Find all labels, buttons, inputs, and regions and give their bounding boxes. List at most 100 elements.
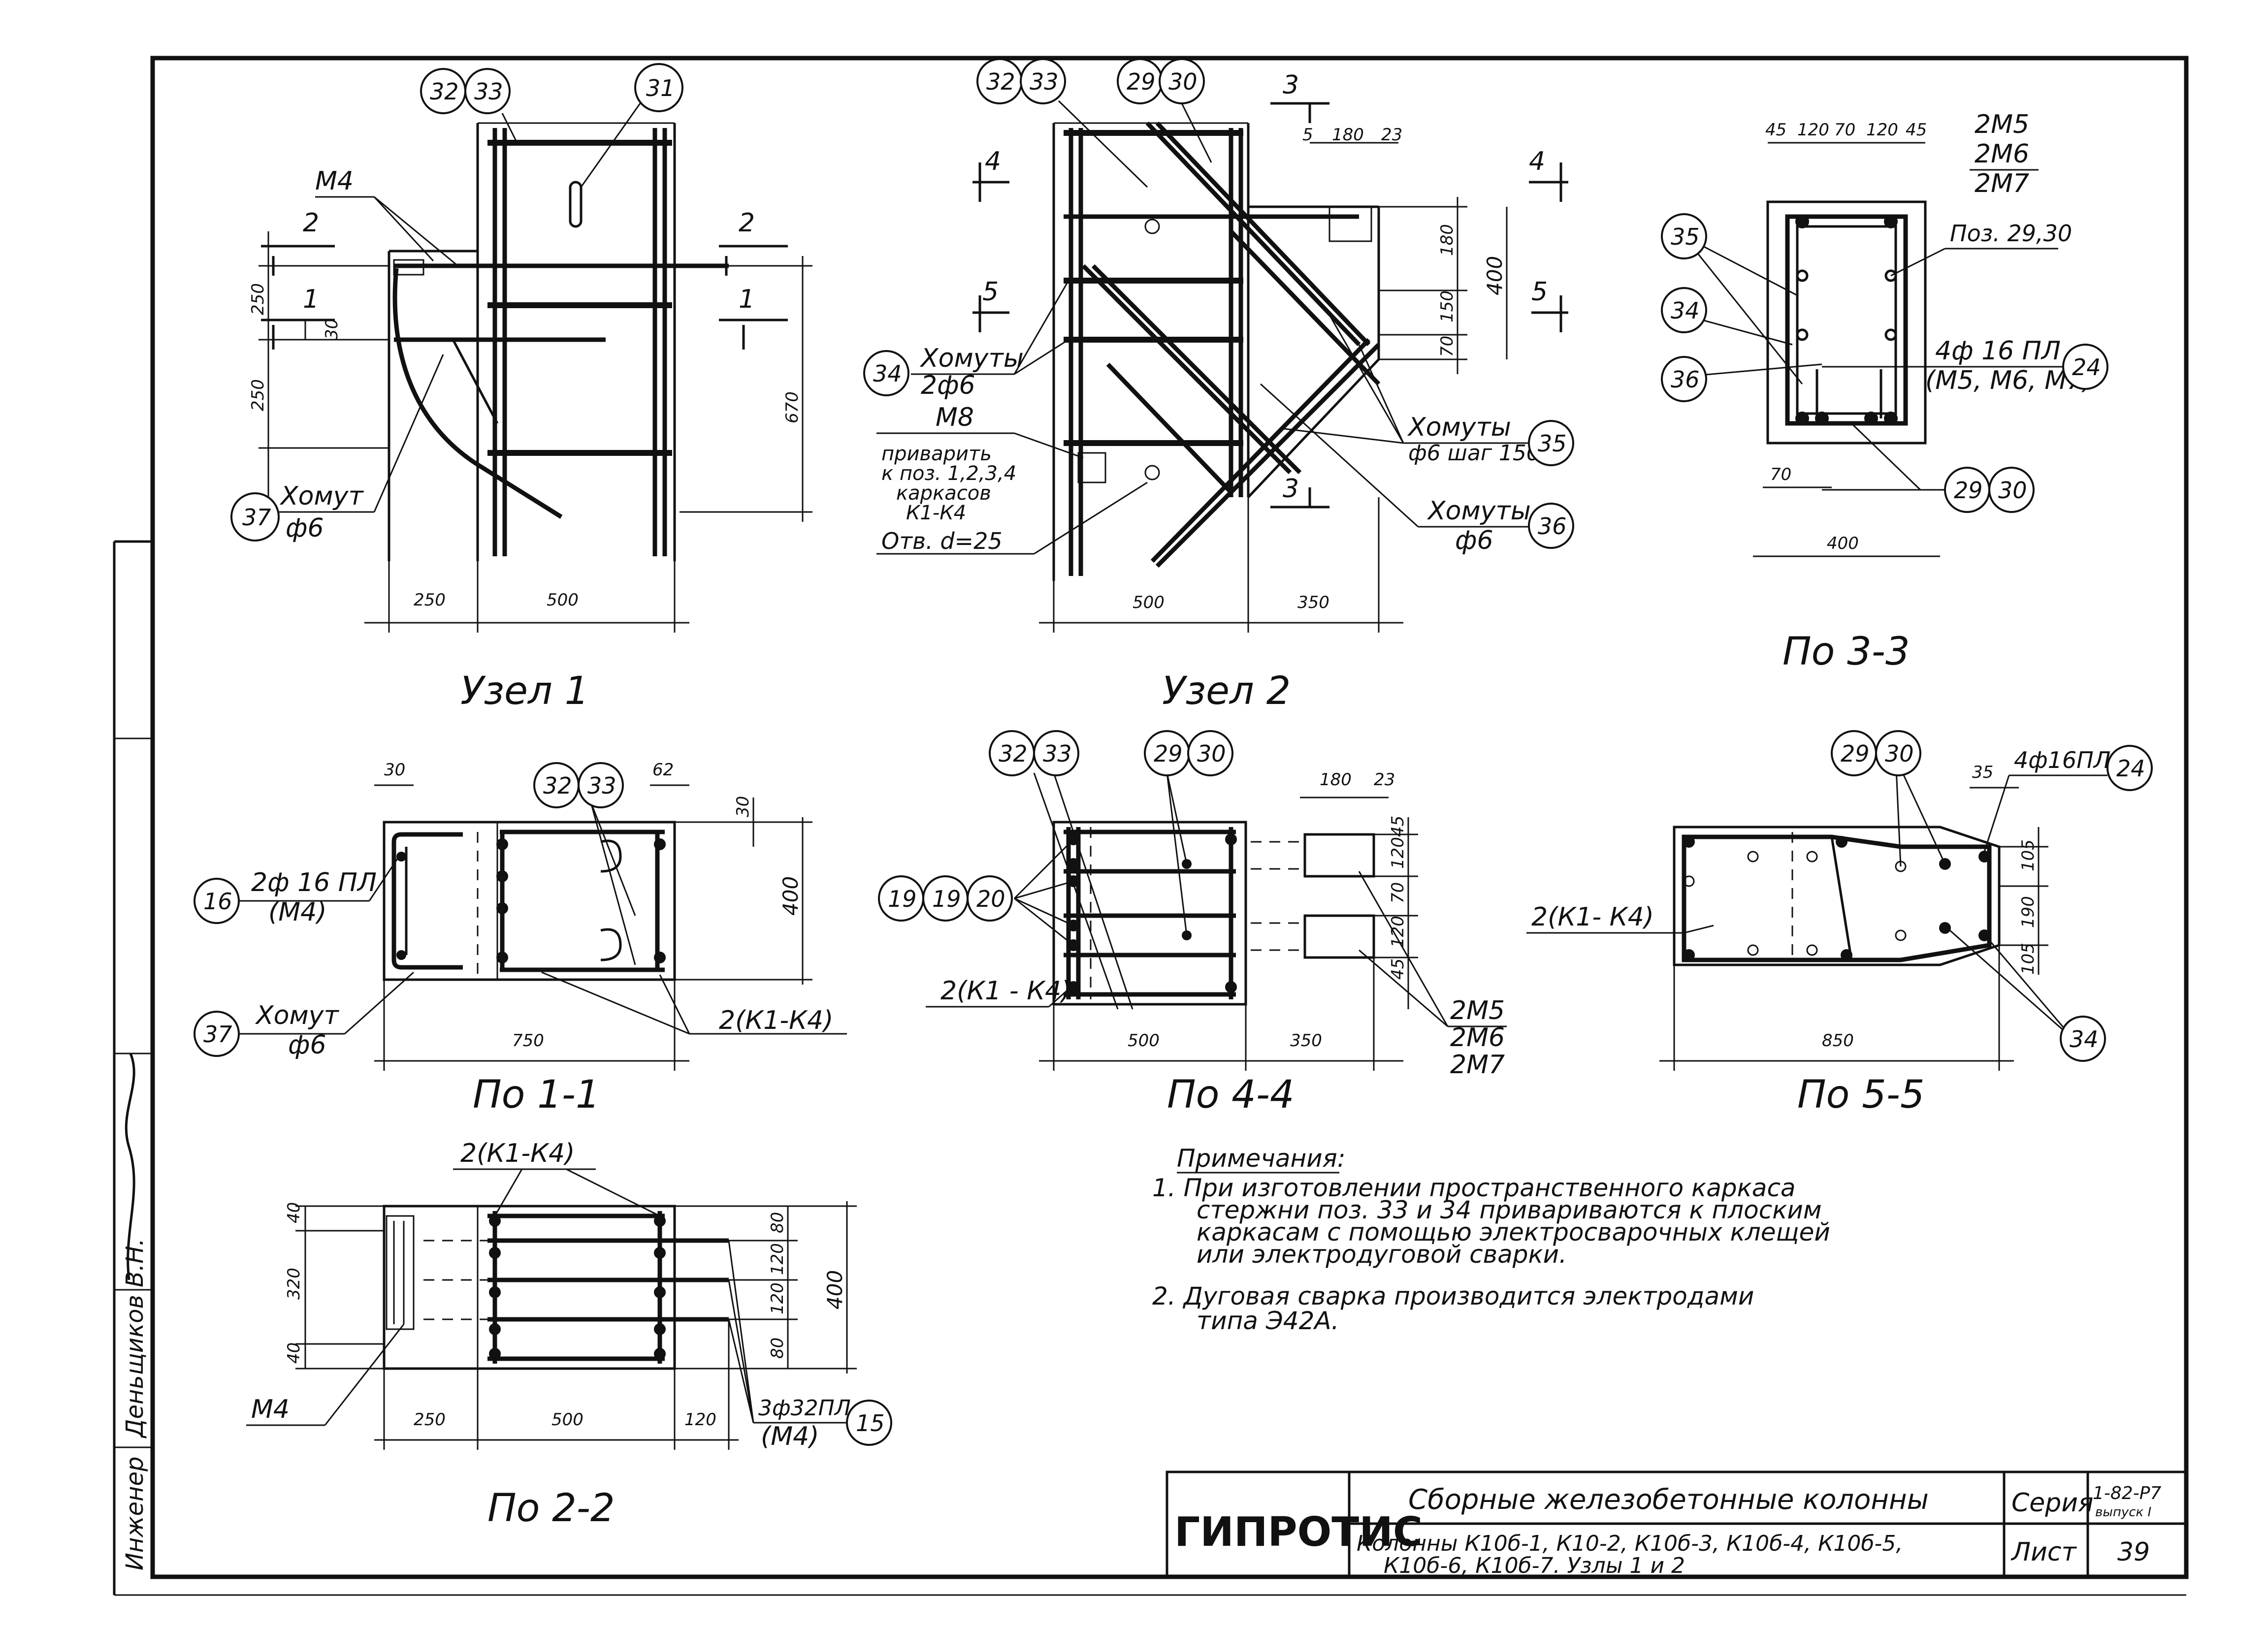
- po33-caption: По 3-3: [1782, 630, 1910, 674]
- notes-block: Примечания: 1. При изготовлении простран…: [1152, 1144, 1830, 1335]
- tb-title: Сборные железобетонные колонны: [1408, 1484, 1929, 1516]
- stamp-role: Инженер: [121, 1457, 149, 1570]
- po11-rebars: [396, 838, 666, 963]
- svg-text:105: 105: [2018, 839, 2038, 871]
- svg-text:ф6: ф6: [1455, 526, 1493, 555]
- tb-series-issue: выпуск I: [2095, 1505, 2151, 1520]
- po55-dims: 35 105 190 105 850: [1659, 763, 2048, 1071]
- uzel1-caption: Узел 1: [460, 669, 589, 713]
- svg-text:250: 250: [414, 1410, 446, 1430]
- note-2-line-2: типа Э42А.: [1197, 1307, 1339, 1335]
- svg-text:120: 120: [768, 1243, 787, 1275]
- tb-desc-1: Колонны К10б-1, К10-2, К10б-3, К10б-4, К…: [1357, 1531, 1903, 1556]
- po33-dims: 45 120 70 120 45 70 400: [1753, 120, 1940, 557]
- svg-text:40: 40: [284, 1342, 304, 1364]
- uzel1-section-marks: 2 1 2 1: [261, 208, 788, 350]
- svg-text:4ф16ПЛ: 4ф16ПЛ: [2014, 747, 2110, 773]
- svg-text:29: 29: [1154, 740, 1183, 767]
- svg-text:15: 15: [856, 1410, 885, 1436]
- svg-text:2(К1 - К4): 2(К1 - К4): [940, 976, 1071, 1006]
- po55-caption: По 5-5: [1797, 1073, 1925, 1117]
- svg-text:70: 70: [1437, 336, 1457, 357]
- note-2-line-1: 2. Дуговая сварка производится электрода…: [1152, 1282, 1754, 1310]
- svg-text:30: 30: [322, 319, 342, 340]
- notes-heading: Примечания:: [1177, 1144, 1346, 1173]
- tb-series-label: Серия: [2011, 1488, 2093, 1518]
- svg-text:400: 400: [778, 876, 803, 916]
- svg-text:2М5: 2М5: [1450, 996, 1505, 1025]
- svg-text:20: 20: [976, 886, 1005, 912]
- svg-text:850: 850: [1822, 1031, 1854, 1051]
- view-po55: 35 105 190 105 850 4ф16ПЛ 2(К1- К4) 29 3…: [1526, 730, 2153, 1117]
- svg-text:23: 23: [1381, 125, 1402, 145]
- svg-text:120: 120: [1866, 120, 1898, 140]
- svg-text:33: 33: [587, 772, 616, 799]
- svg-text:(М4): (М4): [761, 1422, 819, 1451]
- border-frame: [150, 56, 2189, 1579]
- svg-text:37: 37: [242, 504, 271, 531]
- svg-text:24: 24: [2072, 354, 2101, 381]
- title-block: ГИПРОТИС Сборные железобетонные колонны …: [1166, 1470, 2188, 1578]
- svg-text:40: 40: [284, 1202, 304, 1223]
- svg-text:45: 45: [1388, 958, 1408, 980]
- po33-balloons: 35 34 36 24 29 30: [1661, 213, 2108, 513]
- uzel1-dims-left: 250 30 250: [248, 231, 389, 507]
- po55-rebars: [1683, 836, 1990, 961]
- note-1-line-4: или электродуговой сварки.: [1197, 1240, 1567, 1269]
- svg-text:32: 32: [430, 78, 459, 105]
- view-po11: 30 62 30 400 750 2ф 16 ПЛ (М4) Хомут ф6 …: [194, 760, 847, 1117]
- view-uzel2: 5 180 23 180 150 70 400 500 350 3 4: [863, 58, 1574, 713]
- tb-desc-2: К10б-6, К10б-7. Узлы 1 и 2: [1384, 1553, 1685, 1578]
- po11-dims: 30 62 30 400 750: [374, 760, 812, 1071]
- svg-text:45: 45: [1388, 816, 1408, 837]
- svg-text:350: 350: [1290, 1031, 1322, 1051]
- view-po44: 180 23 45 120 70 120 45 500 350 2(К1 - К…: [878, 730, 1507, 1117]
- stamp-name: Деньщиков В.Н.: [121, 1238, 149, 1438]
- svg-text:М8: М8: [936, 403, 974, 432]
- svg-text:3: 3: [1283, 70, 1299, 100]
- svg-text:400: 400: [1827, 534, 1859, 553]
- po44-caption: По 4-4: [1167, 1073, 1295, 1117]
- svg-text:30: 30: [733, 796, 753, 817]
- svg-text:190: 190: [2018, 896, 2038, 928]
- svg-text:19: 19: [888, 886, 917, 912]
- svg-text:500: 500: [1128, 1031, 1160, 1051]
- uzel2-caption: Узел 2: [1162, 669, 1291, 713]
- svg-text:Хомуты: Хомуты: [1407, 413, 1511, 442]
- po55-balloons: 29 30 24 34: [1831, 730, 2153, 1062]
- svg-text:Хомут: Хомут: [255, 1001, 339, 1030]
- note-1-line-2: стержни поз. 33 и 34 привариваются к пло…: [1197, 1196, 1822, 1224]
- svg-text:70: 70: [1770, 465, 1791, 484]
- svg-text:80: 80: [768, 1212, 787, 1233]
- svg-text:30: 30: [1168, 68, 1198, 95]
- svg-text:К1-К4: К1-К4: [906, 502, 966, 524]
- svg-text:(М4): (М4): [268, 897, 327, 927]
- po22-balloons: 15: [846, 1400, 892, 1446]
- svg-text:30: 30: [384, 760, 405, 780]
- svg-text:45: 45: [1906, 120, 1927, 140]
- po44-balloons: 32 33 29 30 19 19 20: [878, 730, 1233, 922]
- svg-text:180: 180: [1320, 770, 1352, 790]
- svg-text:120: 120: [1388, 916, 1408, 948]
- svg-text:70: 70: [1388, 882, 1408, 903]
- svg-text:120: 120: [684, 1410, 716, 1430]
- svg-text:4ф 16 ПЛ: 4ф 16 ПЛ: [1935, 336, 2061, 366]
- svg-text:2М6: 2М6: [1975, 139, 2029, 169]
- svg-text:1: 1: [739, 285, 755, 314]
- svg-text:2ф6: 2ф6: [921, 371, 975, 400]
- uzel1-m4-label: М4: [315, 166, 354, 196]
- uzel1-khomut-dia: ф6: [286, 513, 324, 543]
- note-1-line-1: 1. При изготовлении пространственного ка…: [1152, 1174, 1796, 1202]
- svg-text:32: 32: [986, 68, 1015, 95]
- svg-text:3ф32ПЛ: 3ф32ПЛ: [758, 1396, 851, 1421]
- svg-text:19: 19: [932, 886, 961, 912]
- uzel2-balloons: 32 33 29 30 34 35 36: [863, 58, 1574, 549]
- uzel1-dims-bottom: 250 500: [364, 561, 689, 633]
- view-po22: 40 320 40 80 120 120 80 400 250 500 120 …: [246, 1139, 892, 1531]
- po11-balloons: 32 33 16 37: [194, 762, 624, 1057]
- svg-text:5: 5: [1302, 125, 1313, 145]
- svg-text:400: 400: [1483, 256, 1507, 295]
- po33-rebars: [1795, 215, 1898, 425]
- uzel1-khomut-label: Хомут: [279, 481, 364, 511]
- svg-text:приварить: приварить: [881, 443, 992, 465]
